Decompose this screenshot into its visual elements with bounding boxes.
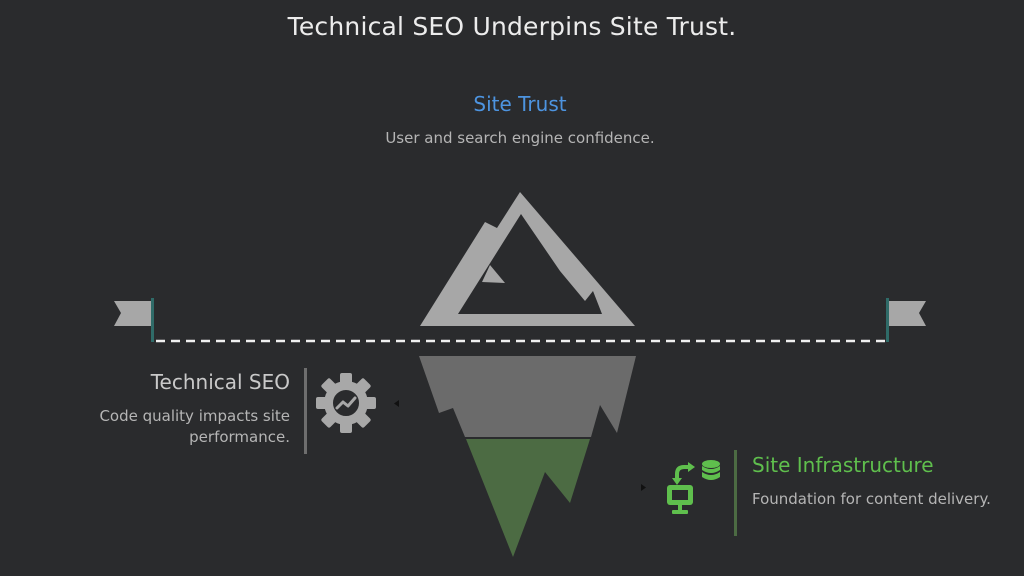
right-divider	[734, 450, 737, 536]
site-trust-label: Site Trust User and search engine confid…	[362, 92, 678, 149]
right-pointer-icon	[641, 484, 646, 491]
technical-seo-label: Technical SEO Code quality impacts site …	[40, 370, 290, 448]
technical-seo-layer	[419, 356, 636, 437]
computer-database-sync-icon	[667, 460, 720, 514]
right-flag-icon	[886, 298, 926, 342]
left-pointer-icon	[394, 400, 399, 407]
site-trust-description: User and search engine confidence.	[385, 129, 655, 147]
mountain-peak-icon	[420, 192, 635, 326]
left-flag-icon	[114, 298, 154, 342]
left-divider	[304, 368, 307, 454]
site-trust-heading: Site Trust	[473, 92, 567, 116]
site-infrastructure-description: Foundation for content delivery.	[752, 490, 991, 508]
diagram-title: Technical SEO Underpins Site Trust.	[287, 12, 737, 41]
site-infrastructure-layer	[466, 439, 590, 557]
technical-seo-description: Code quality impacts site performance.	[99, 407, 290, 446]
site-infrastructure-label: Site Infrastructure Foundation for conte…	[752, 453, 1012, 510]
site-infrastructure-heading: Site Infrastructure	[752, 453, 934, 477]
gear-chart-icon	[316, 373, 376, 433]
technical-seo-heading: Technical SEO	[150, 370, 290, 394]
